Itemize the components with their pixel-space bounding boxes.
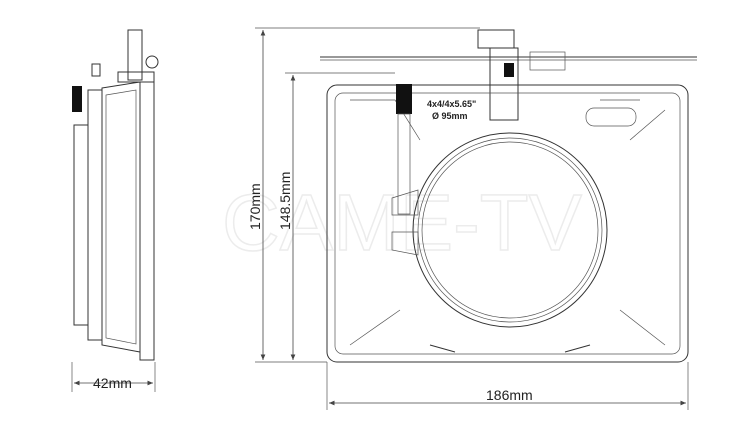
total-width-label: 186mm (486, 387, 533, 403)
side-view (72, 29, 159, 361)
dimension-lines: 42mm 186mm 170mm 148.5mm (71, 27, 689, 410)
knob-icon (396, 84, 412, 114)
side-width-label: 42mm (93, 375, 132, 391)
front-view: 4x4/4x5.65" Ø 95mm (320, 29, 697, 363)
knob-icon (72, 86, 82, 112)
watermark: CAME-TV (222, 178, 583, 267)
frame-height-label: 148.5mm (277, 172, 293, 230)
filter-diameter-label: Ø 95mm (432, 111, 468, 121)
filter-ring (412, 132, 608, 328)
filter-size-label: 4x4/4x5.65" (427, 99, 476, 109)
total-height-label: 170mm (247, 183, 263, 230)
